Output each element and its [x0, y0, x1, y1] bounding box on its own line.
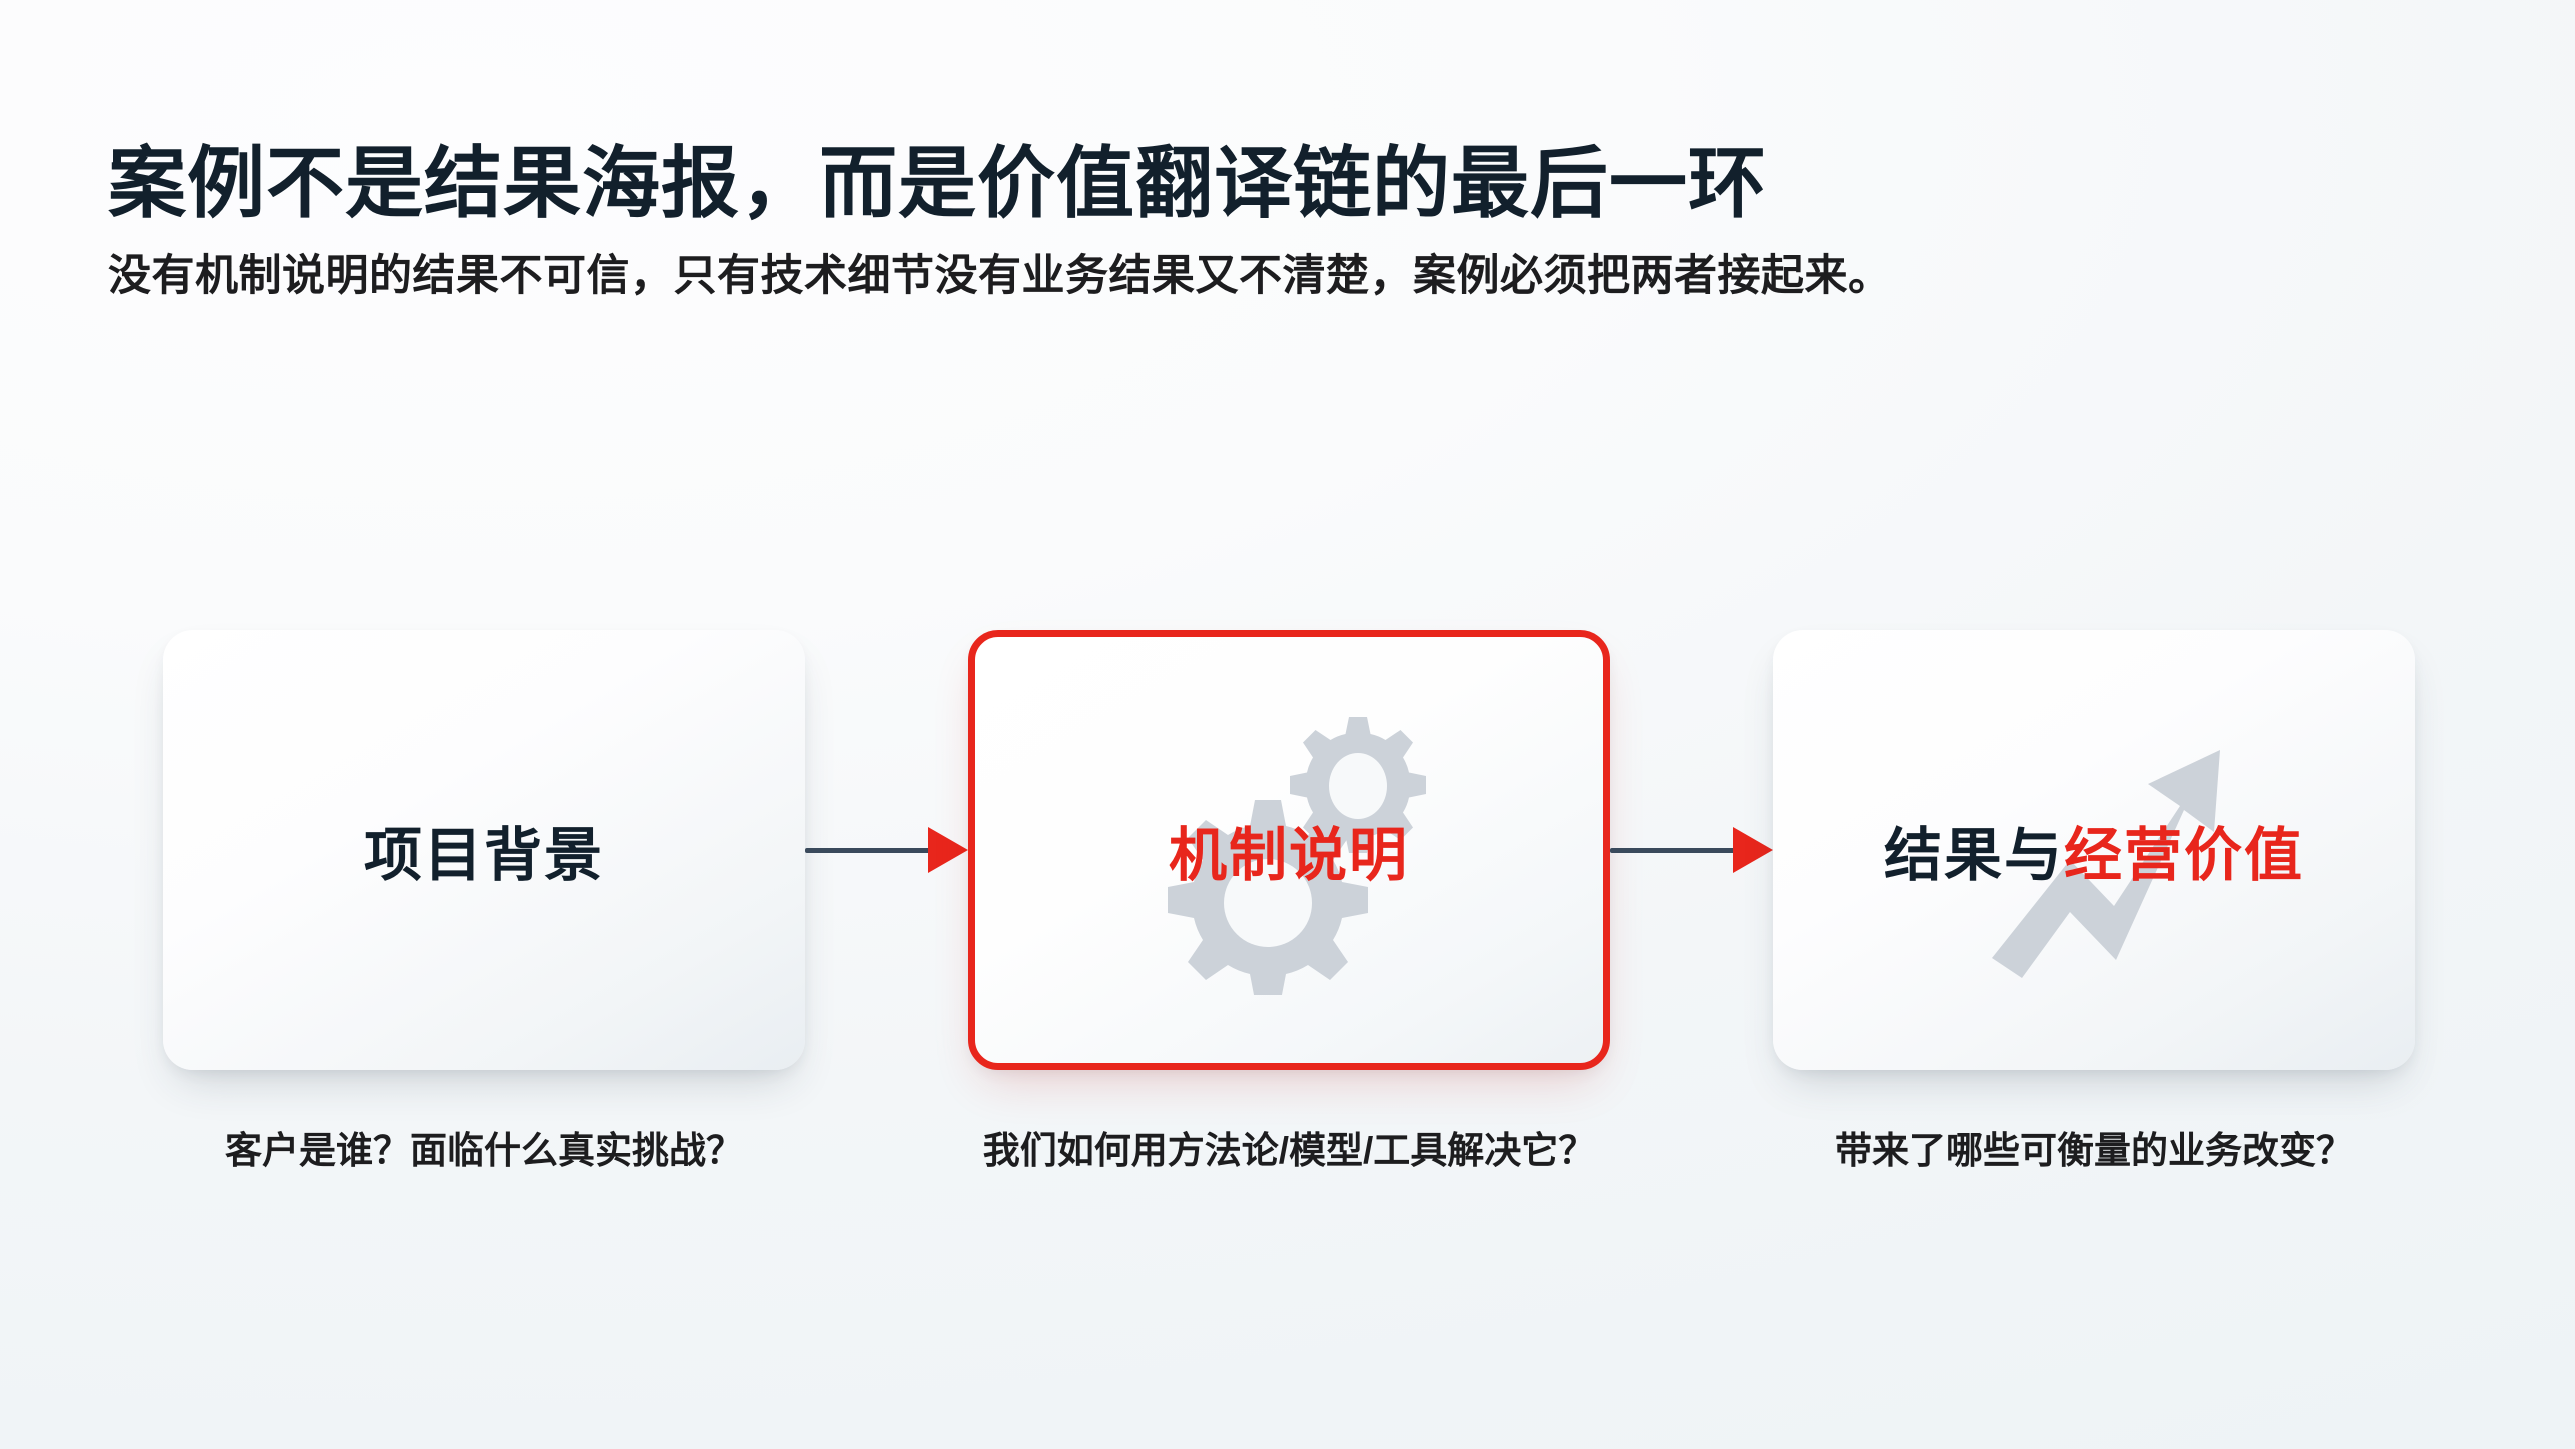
card-label-results-accent: 经营价值 [2064, 823, 2305, 888]
connector-1-line [805, 847, 930, 853]
card-project-background[interactable]: 项目背景 [163, 630, 805, 1070]
caption-mechanism-explanation: 我们如何用方法论/模型/工具解决它？ [982, 1130, 1596, 1171]
card-label-project-background: 项目背景 [363, 823, 604, 888]
caption-project-background: 客户是谁？面临什么真实挑战？ [225, 1130, 743, 1171]
flow-stage-background: 项目背景 [163, 630, 805, 1070]
caption-results-and-business-value: 带来了哪些可衡量的业务改变？ [1835, 1130, 2353, 1171]
card-label-results-plain: 结果与 [1883, 823, 2064, 888]
arrow-right-icon [928, 827, 968, 873]
value-translation-flow: 项目背景 机制说明 [163, 630, 2415, 1070]
connector-1 [805, 630, 968, 1070]
card-results-and-business-value[interactable]: 结果与经营价值 [1773, 630, 2415, 1070]
page-title: 案例不是结果海报，而是价值翻译链的最后一环 [108, 139, 1768, 227]
stage-captions: 客户是谁？面临什么真实挑战？ 我们如何用方法论/模型/工具解决它？ 带来了哪些可… [163, 1125, 2415, 1178]
page-subtitle: 没有机制说明的结果不可信，只有技术细节没有业务结果又不清楚，案例必须把两者接起来… [108, 252, 1892, 301]
card-label-results-and-business-value: 结果与经营价值 [1884, 808, 2304, 892]
page-header: 案例不是结果海报，而是价值翻译链的最后一环 没有机制说明的结果不可信，只有技术细… [108, 139, 2508, 305]
flow-stage-mechanism: 机制说明 [968, 630, 1610, 1070]
card-label-mechanism-explanation: 机制说明 [1168, 823, 1409, 888]
connector-2-line [1610, 847, 1735, 853]
flow-stage-results: 结果与经营价值 [1773, 630, 2415, 1070]
arrow-right-icon [1733, 827, 1773, 873]
connector-2 [1610, 630, 1773, 1070]
card-mechanism-explanation[interactable]: 机制说明 [968, 630, 1610, 1070]
